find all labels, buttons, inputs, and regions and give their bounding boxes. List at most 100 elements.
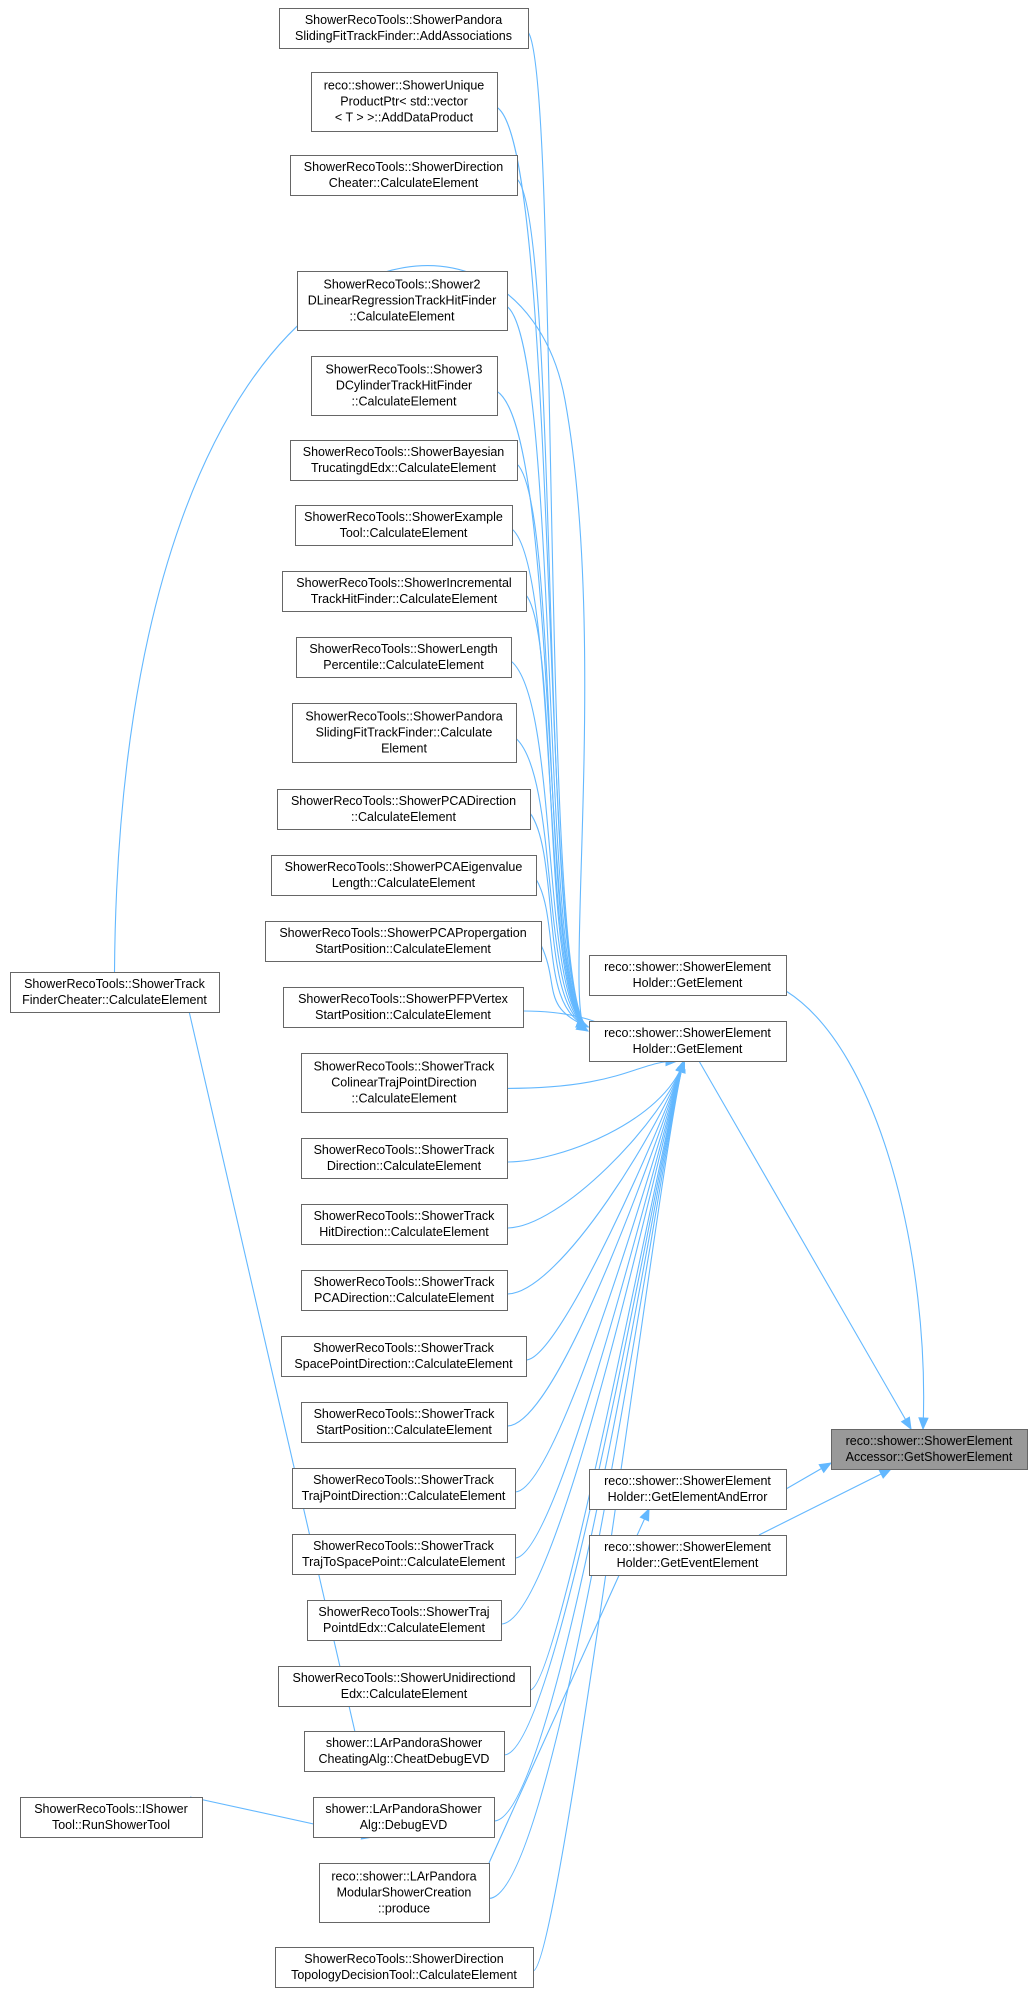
graph-node[interactable]: ShowerRecoTools::Shower2DLinearRegressio… [297, 271, 508, 331]
graph-node[interactable]: ShowerRecoTools::ShowerTrajPointdEdx::Ca… [307, 1600, 502, 1641]
node-label-line: ShowerRecoTools::ShowerDirection [304, 1952, 503, 1966]
node-label-line: FinderCheater::CalculateElement [22, 993, 207, 1007]
node-box [290, 155, 518, 196]
call-edge [698, 1060, 912, 1430]
node-box [319, 1863, 490, 1923]
graph-node[interactable]: reco::shower::ShowerElementHolder::GetEl… [589, 1469, 787, 1510]
node-label-line: DCylinderTrackHitFinder [336, 379, 472, 393]
graph-node[interactable]: shower::LArPandoraShowerCheatingAlg::Che… [304, 1731, 505, 1772]
node-box [313, 1797, 495, 1838]
graph-node[interactable]: ShowerRecoTools::ShowerTrackTrajPointDir… [292, 1468, 516, 1509]
graph-node[interactable]: ShowerRecoTools::ShowerPCADirection::Cal… [277, 789, 531, 830]
node-label-line: SlidingFitTrackFinder::AddAssociations [295, 29, 512, 43]
node-box [296, 637, 512, 678]
graph-node[interactable]: reco::shower::ShowerElementHolder::GetEl… [589, 955, 787, 996]
node-box [311, 356, 498, 416]
call-edge [525, 594, 589, 1028]
graph-node[interactable]: ShowerRecoTools::ShowerTrackTrajToSpaceP… [292, 1534, 516, 1575]
graph-node[interactable]: reco::shower::ShowerElementHolder::GetEl… [589, 1021, 787, 1062]
call-edge [496, 390, 589, 1028]
call-edge [532, 1060, 685, 1972]
graph-node[interactable]: ShowerRecoTools::ShowerTrackColinearTraj… [301, 1053, 508, 1113]
node-label-line: HitDirection::CalculateElement [319, 1225, 489, 1239]
graph-node[interactable]: reco::shower::LArPandoraModularShowerCre… [319, 1863, 490, 1923]
graph-node[interactable]: ShowerRecoTools::ShowerTrackFinderCheate… [10, 972, 220, 1013]
node-label-line: ShowerRecoTools::ShowerPCAEigenvalue [285, 860, 523, 874]
call-edge [510, 660, 589, 1028]
node-box [307, 1600, 502, 1641]
node-box [297, 271, 508, 331]
node-label-line: PointdEdx::CalculateElement [323, 1621, 485, 1635]
graph-node[interactable]: ShowerRecoTools::ShowerTrackDirection::C… [301, 1138, 508, 1179]
graph-node[interactable]: ShowerRecoTools::ShowerPandoraSlidingFit… [279, 8, 529, 49]
focus-node[interactable]: reco::shower::ShowerElementAccessor::Get… [831, 1429, 1028, 1470]
node-label-line: ShowerRecoTools::ShowerTrack [314, 1143, 496, 1157]
graph-node[interactable]: ShowerRecoTools::ShowerDirectionCheater:… [290, 155, 518, 196]
node-label-line: Length::CalculateElement [332, 876, 476, 890]
graph-node[interactable]: ShowerRecoTools::ShowerExampleTool::Calc… [295, 505, 513, 546]
graph-node[interactable]: ShowerRecoTools::ShowerPandoraSlidingFit… [292, 703, 517, 763]
node-label-line: Element [381, 742, 427, 756]
node-label-line: StartPosition::CalculateElement [316, 1423, 492, 1437]
graph-node[interactable]: ShowerRecoTools::ShowerTrackStartPositio… [301, 1402, 508, 1443]
call-edge [514, 1060, 685, 1559]
node-label-line: Accessor::GetShowerElement [846, 1450, 1013, 1464]
node-label-line: ShowerRecoTools::ShowerTraj [318, 1605, 489, 1619]
node-label-line: shower::LArPandoraShower [325, 1802, 481, 1816]
graph-node[interactable]: ShowerRecoTools::ShowerTrackSpacePointDi… [281, 1336, 527, 1377]
node-box [311, 72, 498, 132]
node-label-line: ShowerRecoTools::ShowerPandora [305, 13, 502, 27]
graph-node[interactable]: ShowerRecoTools::ShowerPCAEigenvalueLeng… [271, 855, 537, 896]
node-box [292, 703, 517, 763]
graph-node[interactable]: ShowerRecoTools::ShowerLengthPercentile:… [296, 637, 512, 678]
graph-node[interactable]: ShowerRecoTools::Shower3DCylinderTrackHi… [311, 356, 498, 416]
graph-node[interactable]: ShowerRecoTools::ShowerBayesianTrucating… [290, 440, 518, 481]
node-box [301, 1053, 508, 1113]
call-edge [529, 1060, 685, 1691]
graph-node[interactable]: ShowerRecoTools::ShowerDirectionTopology… [275, 1947, 534, 1988]
node-label-line: ShowerRecoTools::ShowerTrack [313, 1341, 495, 1355]
node-label-line: Tool::RunShowerTool [52, 1818, 170, 1832]
node-label-line: TrajPointDirection::CalculateElement [302, 1489, 506, 1503]
call-edge [527, 31, 589, 1028]
graph-node[interactable]: ShowerRecoTools::ShowerTrackHitDirection… [301, 1204, 508, 1245]
node-box [265, 921, 542, 962]
graph-node[interactable]: ShowerRecoTools::ShowerPFPVertexStartPos… [283, 987, 524, 1028]
node-label-line: Holder::GetEventElement [617, 1556, 759, 1570]
node-label-line: StartPosition::CalculateElement [315, 942, 491, 956]
node-label-line: ShowerRecoTools::IShower [34, 1802, 188, 1816]
graph-node[interactable]: ShowerRecoTools::ShowerUnidirectiondEdx:… [278, 1666, 531, 1707]
graph-node[interactable]: ShowerRecoTools::ShowerPCAPropergationSt… [265, 921, 542, 962]
graph-node[interactable]: ShowerRecoTools::ShowerIncrementalTrackH… [282, 571, 527, 612]
node-box [301, 1204, 508, 1245]
node-label-line: Edx::CalculateElement [341, 1687, 468, 1701]
node-label-line: TrajToSpacePoint::CalculateElement [302, 1555, 506, 1569]
graph-node[interactable]: ShowerRecoTools::ShowerTrackPCADirection… [301, 1270, 508, 1311]
node-box [589, 1021, 787, 1062]
node-label-line: ShowerRecoTools::ShowerTrack [313, 1539, 495, 1553]
graph-node[interactable]: reco::shower::ShowerElementHolder::GetEv… [589, 1535, 787, 1576]
node-label-line: Cheater::CalculateElement [329, 176, 479, 190]
edge-arrowhead [900, 1416, 912, 1431]
node-label-line: Holder::GetElement [633, 1042, 743, 1056]
node-label-line: Holder::GetElement [633, 976, 743, 990]
node-box [271, 855, 537, 896]
node-box [301, 1270, 508, 1311]
node-box [589, 1535, 787, 1576]
node-label-line: reco::shower::ShowerElement [604, 1474, 771, 1488]
node-box [277, 789, 531, 830]
node-label-line: reco::shower::ShowerUnique [324, 79, 485, 93]
call-edge [516, 178, 589, 1028]
node-label-line: ShowerRecoTools::ShowerTrack [24, 977, 206, 991]
edge-arrowhead [639, 1507, 650, 1522]
node-label-line: ShowerRecoTools::ShowerIncremental [296, 576, 511, 590]
node-label-line: Direction::CalculateElement [327, 1159, 482, 1173]
node-label-line: ShowerRecoTools::ShowerPCAPropergation [279, 926, 526, 940]
node-label-line: TrackHitFinder::CalculateElement [311, 592, 498, 606]
edge-arrowhead [878, 1468, 893, 1479]
node-label-line: ShowerRecoTools::ShowerDirection [304, 160, 503, 174]
graph-node[interactable]: ShowerRecoTools::IShowerTool::RunShowerT… [20, 1797, 203, 1838]
node-label-line: DLinearRegressionTrackHitFinder [308, 294, 497, 308]
